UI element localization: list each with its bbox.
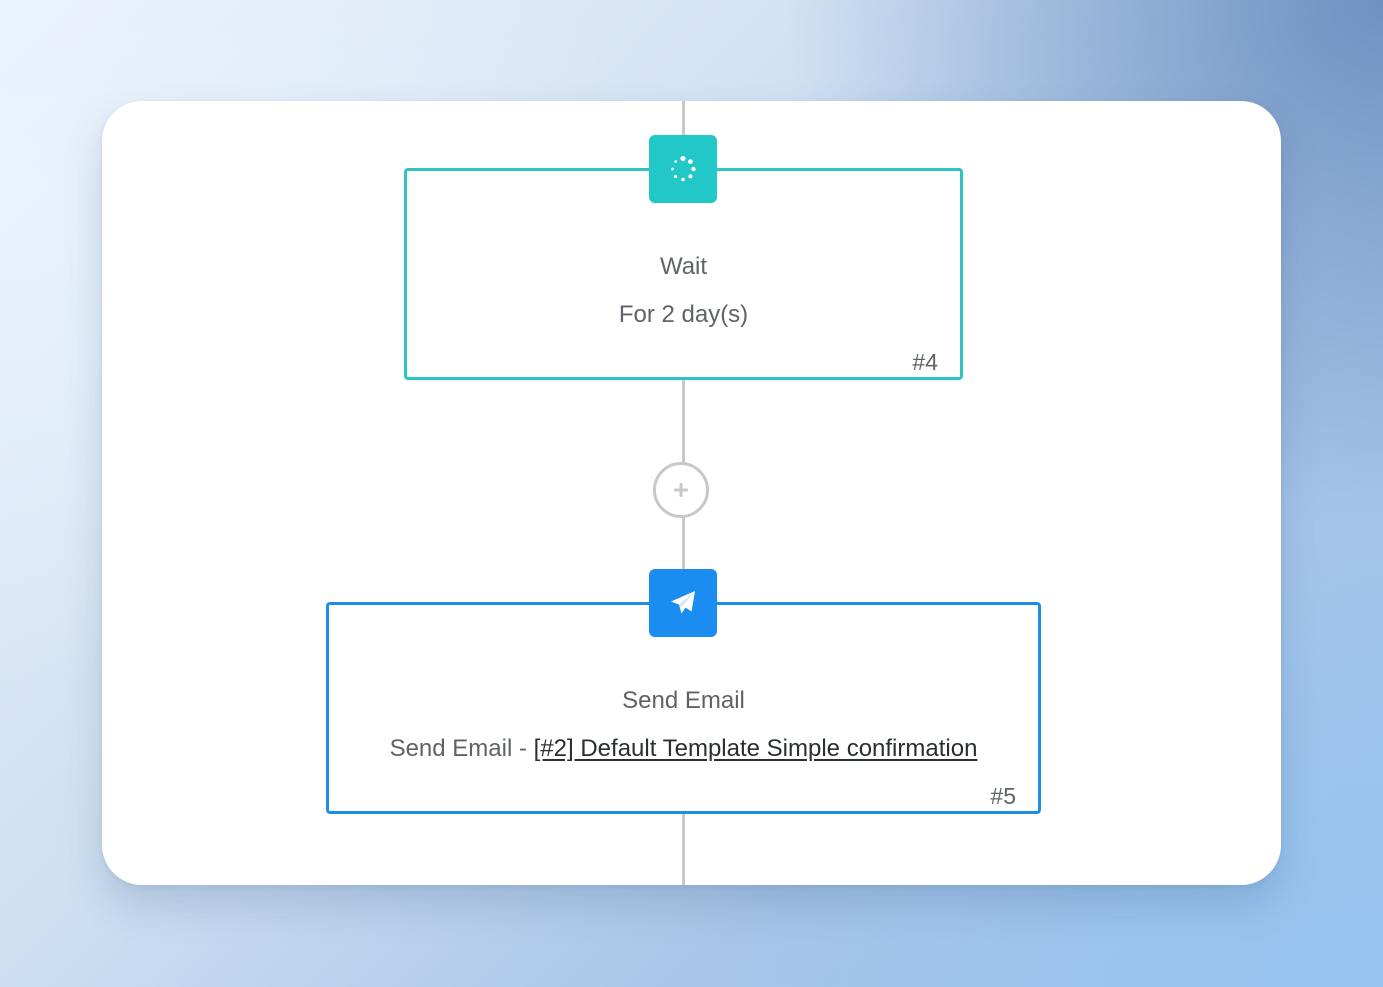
paper-plane-icon — [649, 569, 717, 637]
spinner-icon — [649, 135, 717, 203]
email-node-subtitle-prefix: Send Email - — [389, 735, 534, 762]
email-node-number: #5 — [990, 783, 1016, 809]
wait-node[interactable]: Wait For 2 day(s) #4 — [404, 168, 963, 380]
wait-node-title: Wait — [659, 253, 708, 280]
email-node-title: Send Email — [622, 687, 745, 714]
email-node-subtitle: Send Email - [#2] Default Template Simpl… — [329, 735, 1038, 763]
plus-icon — [674, 483, 688, 497]
connector-add-to-email — [682, 516, 685, 572]
wait-node-subtitle: For 2 day(s) — [618, 301, 749, 328]
add-step-button[interactable] — [653, 462, 709, 518]
wait-node-number: #4 — [912, 349, 938, 375]
connector-bottom — [682, 814, 685, 885]
email-template-link[interactable]: [#2] Default Template Simple confirmatio… — [533, 735, 978, 762]
connector-wait-to-add — [682, 380, 685, 464]
workflow-canvas: Wait For 2 day(s) #4 Send Email Send Ema… — [102, 101, 1281, 885]
